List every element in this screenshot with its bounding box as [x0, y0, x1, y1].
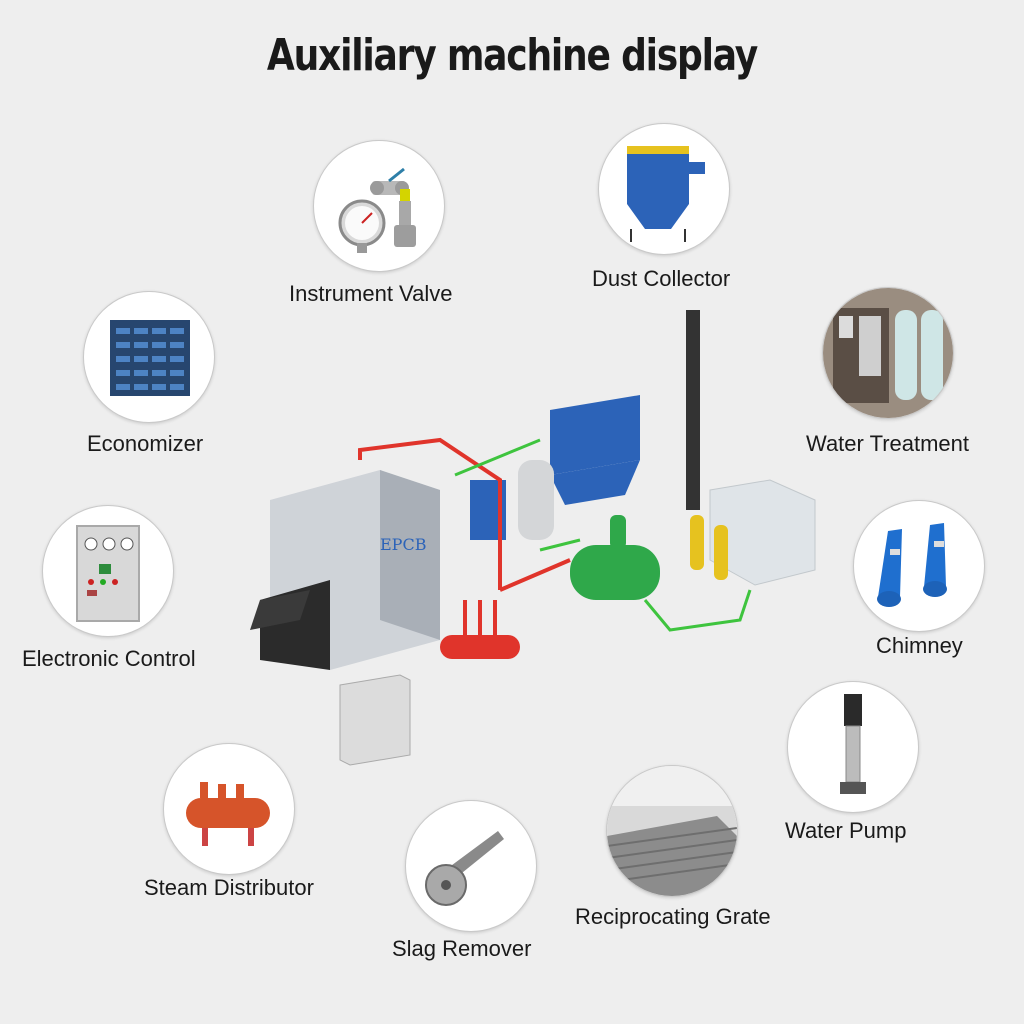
dust-collector-circle[interactable] — [598, 123, 730, 255]
steam-header — [440, 635, 520, 659]
water-treatment-icon — [823, 288, 953, 418]
instrument-valve-label: Instrument Valve — [289, 281, 453, 306]
electronic-control-circle[interactable] — [42, 505, 174, 637]
water-treatment-label: Water Treatment — [806, 431, 970, 456]
reciprocating-grate-icon — [607, 766, 737, 896]
economizer-circle[interactable] — [83, 291, 215, 423]
slag-remover-label: Slag Remover — [392, 936, 532, 961]
slag-remover-icon — [425, 831, 504, 906]
steam-distributor-icon — [186, 782, 270, 846]
chimney-label: Chimney — [876, 633, 963, 658]
steam-distributor-circle[interactable] — [163, 743, 295, 875]
dust-collector-icon — [627, 146, 705, 242]
boiler-plant-illustration: EPCB — [250, 310, 816, 766]
boiler-body: EPCB — [250, 470, 440, 670]
steam-distributor-label: Steam Distributor — [144, 875, 314, 900]
economizer-label: Economizer — [87, 431, 204, 456]
water-pump-circle[interactable] — [787, 681, 919, 813]
electronic-control-label: Electronic Control — [22, 646, 196, 671]
steam-piping — [358, 437, 571, 640]
control-cabinet-icon — [76, 525, 140, 622]
reciprocating-grate-label: Reciprocating Grate — [575, 904, 771, 929]
water-pump-label: Water Pump — [785, 818, 907, 843]
instrument-valve-circle[interactable] — [313, 140, 445, 272]
chimney-circle[interactable] — [853, 500, 985, 632]
brand-logo: EPCB — [380, 535, 426, 554]
slag-remover-circle[interactable] — [405, 800, 537, 932]
control-cabinet — [339, 674, 411, 766]
dust-collector-unit — [470, 395, 640, 540]
page-title: Auxiliary machine display — [266, 30, 758, 81]
dust-collector-label: Dust Collector — [592, 266, 731, 291]
chimney-icon — [877, 523, 947, 607]
economizer-icon — [110, 320, 190, 396]
chimney-stack — [686, 310, 700, 510]
deaerator-tank — [570, 515, 660, 600]
water-treatment-circle[interactable] — [822, 287, 954, 419]
water-piping — [454, 438, 752, 632]
instrument-valve-icon — [338, 167, 416, 253]
water-pump-icon — [840, 694, 866, 794]
water-tank — [690, 479, 816, 586]
reciprocating-grate-circle[interactable] — [606, 765, 738, 897]
